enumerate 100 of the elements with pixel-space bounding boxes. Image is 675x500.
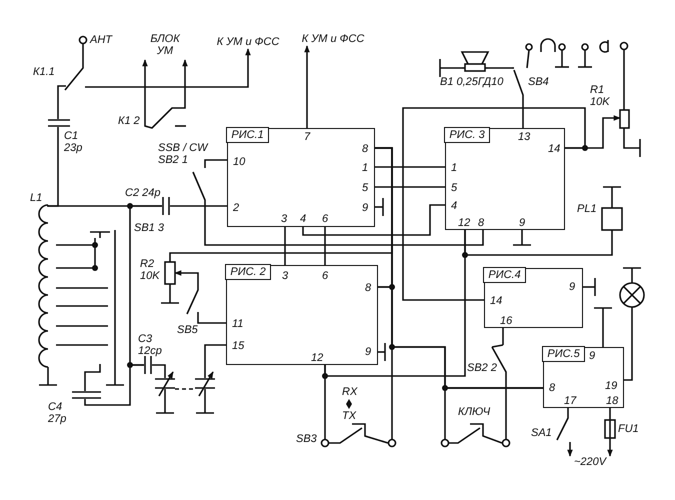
pin-number: 6 xyxy=(322,213,328,225)
circuit-block xyxy=(226,265,378,365)
component-label: SB5 xyxy=(177,324,198,336)
resistor-symbol xyxy=(164,261,176,285)
resistor-symbol xyxy=(619,109,630,129)
wire xyxy=(197,316,226,324)
component-label: SB2 2 xyxy=(467,362,497,374)
component-label: C3 12cp xyxy=(138,333,163,357)
switch-symbol xyxy=(491,344,507,374)
pin-number: 3 xyxy=(281,213,288,225)
push-button-symbol xyxy=(320,422,396,448)
pin-number: 18 xyxy=(606,395,618,407)
switch-symbol xyxy=(192,172,206,202)
block-title: РИС.4 xyxy=(483,267,526,284)
arrow xyxy=(565,115,621,149)
wire xyxy=(324,365,326,422)
switch-symbol xyxy=(57,66,84,92)
pin-number: 9 xyxy=(519,217,526,229)
pin-number: 9 xyxy=(569,281,576,293)
switch-symbol xyxy=(144,106,186,129)
capacitor-symbol xyxy=(195,371,215,396)
wire xyxy=(624,307,633,381)
wire xyxy=(444,387,543,422)
wire xyxy=(522,97,524,128)
pin-number: 1 xyxy=(451,162,458,174)
component-label: FU1 xyxy=(618,423,639,435)
inductor-symbol xyxy=(38,204,49,368)
wire xyxy=(623,50,625,110)
arrow xyxy=(174,270,199,288)
circuit-block xyxy=(445,128,565,230)
wire xyxy=(204,202,484,246)
component-label: АНТ xyxy=(90,34,112,46)
destination-label: К УМ и ФСС xyxy=(298,33,368,46)
component-label: C2 24p xyxy=(125,187,160,199)
destination-label: БЛОК УМ xyxy=(143,33,187,60)
component-label: C4 27p xyxy=(48,401,68,425)
pin-number: 8 xyxy=(549,382,556,394)
wire xyxy=(609,408,611,420)
pin-number: 9 xyxy=(365,346,372,358)
arrow xyxy=(567,442,573,457)
pin-number: 16 xyxy=(500,315,512,327)
wire xyxy=(170,205,227,207)
component-label: C1 23p xyxy=(64,130,84,154)
pin-number: 6 xyxy=(322,270,328,282)
block-title: РИС. 3 xyxy=(444,127,490,144)
pin-number: 8 xyxy=(365,282,372,294)
pin-number: 19 xyxy=(605,380,618,392)
switch-symbol xyxy=(556,416,569,440)
terminal-symbol xyxy=(620,42,628,50)
circuit-block xyxy=(484,268,583,328)
wire xyxy=(375,186,445,188)
wire xyxy=(302,204,445,236)
pin-number: 5 xyxy=(451,182,458,194)
circuit-block xyxy=(227,128,375,227)
pin-number: 7 xyxy=(304,131,310,143)
pin-number: 5 xyxy=(362,182,368,194)
component-label: SA1 xyxy=(531,427,552,439)
wire xyxy=(567,408,569,416)
pin-number: 8 xyxy=(362,143,368,155)
wire xyxy=(402,107,586,301)
switch-symbol xyxy=(512,67,524,97)
destination-label: К УМ и ФСС xyxy=(213,36,283,49)
pin-number: 14 xyxy=(548,143,560,155)
arrow xyxy=(85,48,251,88)
wire xyxy=(505,374,507,422)
component-label: RX xyxy=(342,386,358,398)
lamp-symbol xyxy=(619,282,645,308)
arrow xyxy=(304,45,310,128)
component-label: К1 2 xyxy=(118,115,140,127)
pin-number: 10 xyxy=(233,156,246,168)
capacitor-symbol xyxy=(48,119,70,127)
wire xyxy=(84,364,101,391)
component-label: TX xyxy=(342,410,356,422)
push-button-symbol xyxy=(440,422,510,448)
wire xyxy=(204,159,227,168)
block-title: РИС.5 xyxy=(542,346,585,362)
capacitor-symbol xyxy=(72,391,101,399)
dashed-link xyxy=(175,388,195,390)
switch-symbol xyxy=(56,230,116,364)
pin-number: 12 xyxy=(458,217,470,229)
wire xyxy=(84,364,144,406)
wire xyxy=(464,230,613,256)
pin-number: 1 xyxy=(362,162,368,174)
component-label: SSB / CW SB2 1 xyxy=(158,142,210,166)
component-label: PL1 xyxy=(577,203,597,215)
component-label: SB4 xyxy=(528,76,549,88)
switch-symbol xyxy=(186,288,199,316)
component-label: В1 0,25ГД10 xyxy=(440,76,504,88)
wire xyxy=(82,44,84,66)
component-label: L1 xyxy=(30,192,42,204)
wire xyxy=(204,344,226,378)
pin-number: 9 xyxy=(589,350,596,362)
arrow xyxy=(182,59,188,106)
wire xyxy=(129,205,162,366)
circuit-block xyxy=(543,347,624,408)
block-title: РИС.1 xyxy=(226,127,269,144)
wire xyxy=(324,227,326,265)
pin-number: 15 xyxy=(232,340,244,352)
wire xyxy=(152,364,166,378)
pin-number: 3 xyxy=(282,270,288,282)
